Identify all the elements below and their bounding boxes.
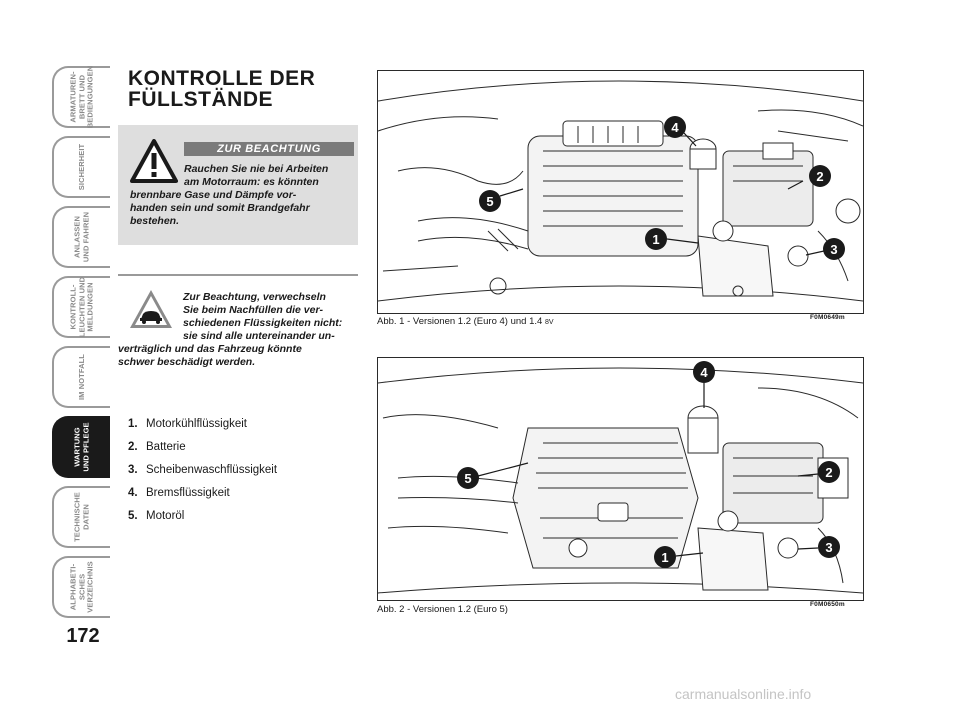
item-text: Motorkühlflüssigkeit — [146, 418, 247, 430]
item-text: Scheibenwaschflüssigkeit — [146, 464, 278, 476]
figure-code: F0M0650m — [810, 601, 845, 608]
title-line: FÜLLSTÄNDE — [128, 88, 273, 111]
warning-line: Rauchen Sie nie bei Arbeiten — [184, 163, 329, 175]
callout-2: 2 — [797, 461, 840, 483]
callout-5: 5 — [479, 188, 524, 212]
item-text: Motoröl — [146, 510, 185, 522]
list-item: 5. Motoröl — [128, 505, 277, 528]
item-number: 3. — [128, 464, 138, 476]
list-item: 2. Batterie — [128, 436, 277, 459]
caution-line: Zur Beachtung, verwechseln — [183, 291, 326, 303]
item-number: 1. — [128, 418, 138, 430]
tab-anlassen[interactable]: ANLASSEN UND FAHREN — [52, 206, 110, 268]
caution-line: verträglich und das Fahrzeug könnte — [118, 343, 302, 355]
list-item: 1. Motorkühlflüssigkeit — [128, 413, 277, 436]
item-number: 2. — [128, 441, 138, 453]
list-item: 4. Bremsflüssigkeit — [128, 482, 277, 505]
caution-line: schiedenen Flüssigkeiten nicht: — [183, 317, 343, 329]
page-number: 172 — [66, 625, 100, 647]
callout-2: 2 — [787, 165, 831, 190]
tab-verzeichnis[interactable]: ALPHABETI- SCHES VERZEICHNIS — [52, 556, 110, 618]
warning-line: am Motorraum: es könnten — [184, 176, 319, 188]
tab-label: TECHNISCHE DATEN — [72, 492, 91, 542]
item-number: 4. — [128, 487, 138, 499]
engine-illustration: 4 2 5 1 3 — [378, 80, 863, 302]
callout-4: 4 — [693, 361, 715, 408]
figure-caption: Abb. 1 - Versionen 1.2 (Euro 4) und 1.4 … — [377, 316, 554, 327]
warning-triangle-icon — [130, 139, 178, 183]
tab-label: ANLASSEN UND FAHREN — [72, 211, 91, 263]
warning-box: ZUR BEACHTUNG Rauchen Sie nie bei Arbeit… — [118, 125, 358, 245]
callout-label: 1 — [661, 550, 668, 565]
callout-label: 4 — [700, 365, 708, 380]
tab-wartung[interactable]: WARTUNG UND PFLEGE — [52, 416, 110, 478]
callout-label: 2 — [816, 169, 823, 184]
caption-text: Abb. 1 - Versionen 1.2 (Euro 4) und 1.4 — [377, 316, 543, 327]
callout-label: 3 — [825, 540, 832, 555]
tab-im-notfall[interactable]: IM NOTFALL — [52, 346, 110, 408]
item-number: 5. — [128, 510, 138, 522]
site-watermark[interactable]: carmanualsonline.info — [675, 686, 812, 702]
tab-kontrollleuchten[interactable]: KONTROLL- LEUCHTEN UND MELDUNGEN — [52, 276, 110, 338]
warning-header: ZUR BEACHTUNG — [184, 142, 354, 156]
callout-label: 5 — [486, 194, 493, 209]
item-text: Batterie — [146, 441, 186, 453]
callout-5: 5 — [457, 462, 529, 489]
callout-label: 5 — [464, 471, 471, 486]
caption-small: 8V — [544, 319, 554, 326]
callout-label: 3 — [830, 242, 837, 257]
tab-label: SICHERHEIT — [76, 143, 86, 191]
callout-3: 3 — [797, 536, 840, 558]
warning-line: bestehen. — [130, 215, 180, 227]
page-title: KONTROLLE DER FÜLLSTÄNDE — [128, 68, 358, 110]
tab-technische-daten[interactable]: TECHNISCHE DATEN — [52, 486, 110, 548]
figure-code: F0M0649m — [810, 314, 845, 321]
legend-list: 1. Motorkühlflüssigkeit 2. Batterie 3. Sche… — [128, 413, 277, 528]
tab-label: ALPHABETI- SCHES VERZEICHNIS — [68, 561, 95, 613]
figure-caption: Abb. 2 - Versionen 1.2 (Euro 5) — [377, 604, 508, 615]
engine-figure-2: 4 2 5 1 3 — [377, 357, 864, 601]
tab-label: IM NOTFALL — [76, 354, 86, 400]
title-line: KONTROLLE DER — [128, 67, 316, 90]
tab-sicherheit[interactable]: SICHERHEIT — [52, 136, 110, 198]
tab-label: KONTROLL- LEUCHTEN UND MELDUNGEN — [68, 276, 95, 338]
item-text: Bremsflüssigkeit — [146, 487, 230, 499]
callout-1: 1 — [654, 546, 704, 568]
callout-1: 1 — [645, 228, 699, 250]
caution-line: schwer beschädigt werden. — [118, 356, 256, 368]
tab-label: ARMATUREN- BRETT UND BEDIENGUNGEN — [68, 65, 95, 129]
tab-armaturenbrett[interactable]: ARMATUREN- BRETT UND BEDIENGUNGEN — [52, 66, 110, 128]
callout-label: 1 — [652, 232, 659, 247]
tab-label: WARTUNG UND PFLEGE — [72, 422, 91, 472]
callout-label: 2 — [825, 465, 832, 480]
engine-figure-1: 4 2 5 1 3 — [377, 70, 864, 314]
caution-line: Sie beim Nachfüllen die ver- — [183, 304, 324, 316]
caution-line: sie sind alle untereinander un- — [183, 330, 335, 342]
divider — [118, 274, 358, 276]
callout-3: 3 — [805, 238, 845, 260]
car-caution-icon — [130, 290, 172, 328]
caption-text: Abb. 2 - Versionen 1.2 (Euro 5) — [377, 604, 508, 615]
callout-label: 4 — [671, 120, 679, 135]
callout-4: 4 — [664, 116, 697, 147]
list-item: 3. Scheibenwaschflüssigkeit — [128, 459, 277, 482]
warning-line: handen sein und somit Brandgefahr — [130, 202, 310, 214]
warning-line: brennbare Gase und Dämpfe vor- — [130, 189, 297, 201]
engine-illustration: 4 2 5 1 3 — [378, 361, 863, 594]
